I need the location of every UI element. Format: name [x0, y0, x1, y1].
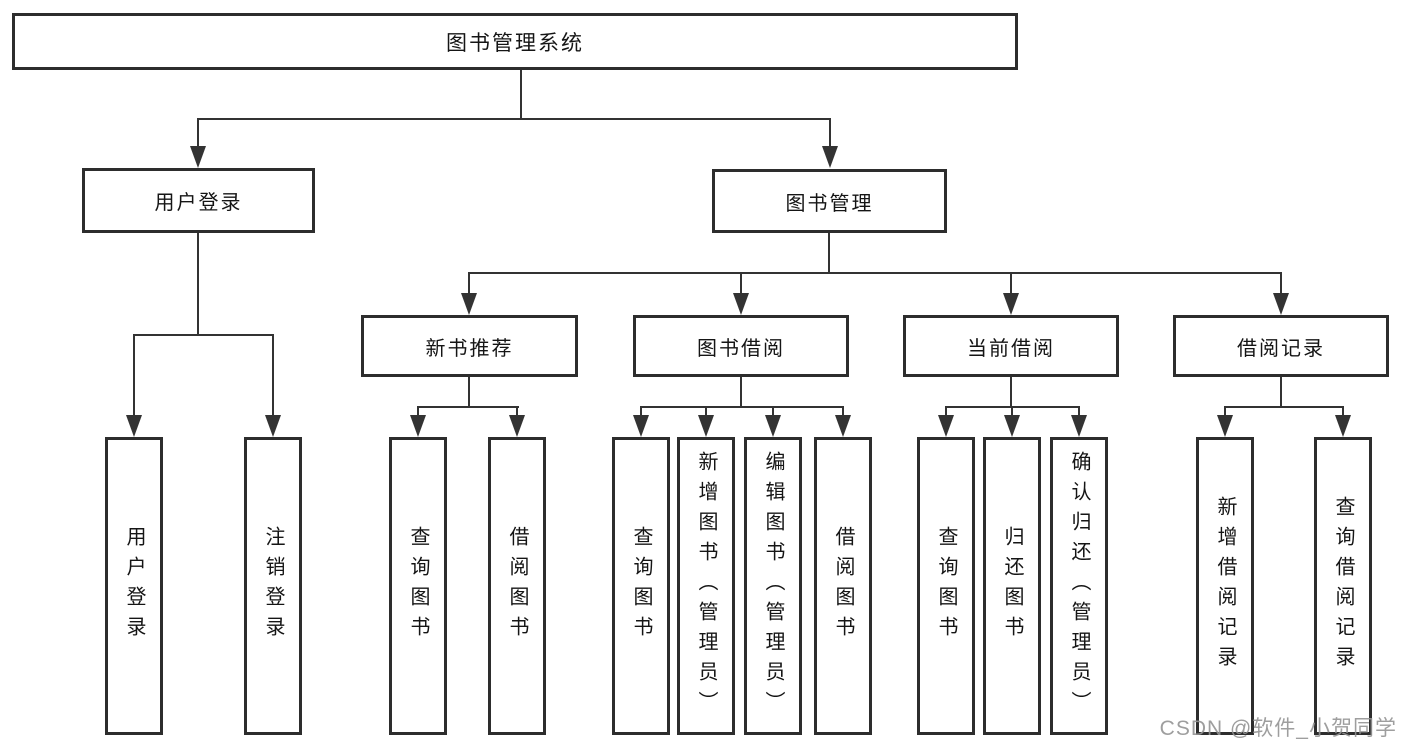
connector-drop-leaf-logout [272, 334, 274, 417]
connector-drop-br-add [1224, 406, 1226, 417]
leaf-confirm-return-admin: 确认归还（管理员） [1050, 437, 1108, 735]
node-new-book-recommendation: 新书推荐 [361, 315, 578, 377]
arrowhead-cb-confirm [1071, 415, 1087, 437]
connector-new-book-stem [468, 377, 470, 408]
leaf-return-books: 归还图书 [983, 437, 1041, 735]
connector-drop-book-borrowing [740, 272, 742, 295]
connector-current-borrowing-stem [1010, 377, 1012, 408]
leaf-logout: 注销登录 [244, 437, 302, 735]
arrowhead-br-query [1335, 415, 1351, 437]
leaf-query-books-borrow: 查询图书 [612, 437, 670, 735]
connector-bus-book-borrowing [640, 406, 844, 408]
leaf-query-books-recommend: 查询图书 [389, 437, 447, 735]
arrowhead-current-borrowing [1003, 293, 1019, 315]
connector-drop-cb-return [1011, 406, 1013, 417]
connector-book-borrowing-stem [740, 377, 742, 408]
arrowhead-book-management [822, 146, 838, 168]
connector-book-management-stem [828, 233, 830, 274]
connector-drop-leaf-user-login [133, 334, 135, 417]
connector-user-login-stem [197, 233, 199, 336]
connector-bus-level3 [468, 272, 1282, 274]
connector-drop-current-borrowing [1010, 272, 1012, 295]
connector-bus-level2 [197, 118, 831, 120]
node-library-management-system: 图书管理系统 [12, 13, 1018, 70]
connector-root-stem [520, 70, 522, 120]
connector-bus-user-login [133, 334, 274, 336]
arrowhead-book-borrowing [733, 293, 749, 315]
connector-drop-cb-confirm [1078, 406, 1080, 417]
node-user-login: 用户登录 [82, 168, 315, 233]
leaf-user-login: 用户登录 [105, 437, 163, 735]
arrowhead-nb-query [410, 415, 426, 437]
node-book-management: 图书管理 [712, 169, 947, 233]
arrowhead-borrowing-records [1273, 293, 1289, 315]
leaf-query-books-current: 查询图书 [917, 437, 975, 735]
connector-bus-new-book [417, 406, 519, 408]
connector-borrowing-records-stem [1280, 377, 1282, 408]
leaf-borrow-books-recommend: 借阅图书 [488, 437, 546, 735]
arrowhead-bb-edit [765, 415, 781, 437]
leaf-add-borrow-record: 新增借阅记录 [1196, 437, 1254, 735]
leaf-borrow-books: 借阅图书 [814, 437, 872, 735]
connector-drop-bb-borrow [842, 406, 844, 417]
connector-drop-user-login [197, 118, 199, 148]
node-book-borrowing: 图书借阅 [633, 315, 849, 377]
arrowhead-bb-add [698, 415, 714, 437]
connector-drop-nb-query [417, 406, 419, 417]
arrowhead-bb-query [633, 415, 649, 437]
connector-drop-borrowing-records [1280, 272, 1282, 295]
connector-drop-cb-query [945, 406, 947, 417]
connector-drop-br-query [1342, 406, 1344, 417]
arrowhead-cb-return [1004, 415, 1020, 437]
node-current-borrowing: 当前借阅 [903, 315, 1119, 377]
connector-drop-nb-borrow [516, 406, 518, 417]
node-borrowing-records: 借阅记录 [1173, 315, 1389, 377]
leaf-add-books-admin: 新增图书（管理员） [677, 437, 735, 735]
connector-drop-new-book [468, 272, 470, 295]
csdn-watermark: CSDN @软件_小贺同学 [1159, 717, 1397, 740]
connector-drop-book-management [829, 118, 831, 148]
arrowhead-new-book [461, 293, 477, 315]
connector-drop-bb-query [640, 406, 642, 417]
leaf-query-borrow-record: 查询借阅记录 [1314, 437, 1372, 735]
arrowhead-leaf-user-login [126, 415, 142, 437]
arrowhead-bb-borrow [835, 415, 851, 437]
arrowhead-cb-query [938, 415, 954, 437]
arrowhead-nb-borrow [509, 415, 525, 437]
connector-bus-borrowing-records [1224, 406, 1344, 408]
arrowhead-br-add [1217, 415, 1233, 437]
connector-drop-bb-edit [772, 406, 774, 417]
arrowhead-user-login [190, 146, 206, 168]
leaf-edit-books-admin: 编辑图书（管理员） [744, 437, 802, 735]
connector-drop-bb-add [705, 406, 707, 417]
arrowhead-leaf-logout [265, 415, 281, 437]
